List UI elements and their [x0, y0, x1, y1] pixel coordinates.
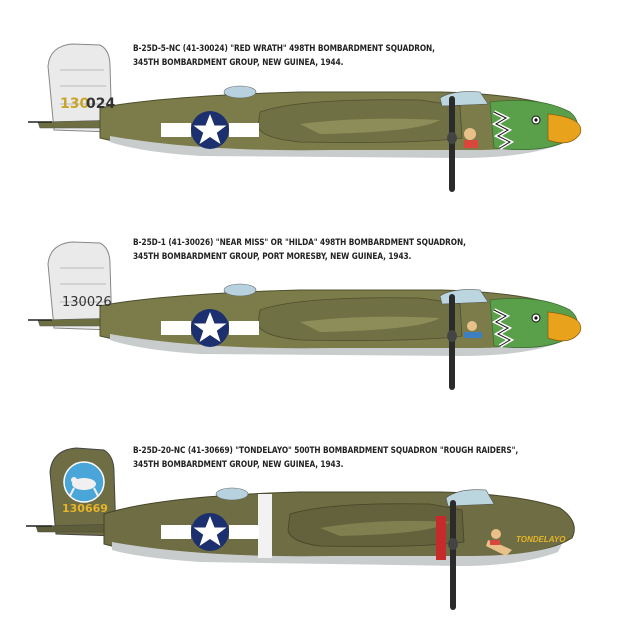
tail-serial: 130026 — [62, 295, 112, 310]
profile-caption: B-25D-5-NC (41-30024) "RED WRATH" 498TH … — [133, 42, 484, 70]
tail-serial-suffix: 024 — [86, 96, 115, 112]
b25-profile-drawing: 130 024 — [28, 43, 582, 192]
b25-profile-drawing: TONDELAYO 130669 — [26, 447, 575, 610]
profile-caption: B-25D-20-NC (41-30669) "TONDELAYO" 500TH… — [133, 444, 581, 472]
tail-serial-prefix: 130 — [60, 96, 89, 112]
caption-line-1: B-25D-5-NC (41-30024) "RED WRATH" 498TH … — [133, 44, 435, 54]
profile-tondelayo: TONDELAYO 130669 B-25D-20-NC (41-30669) … — [0, 410, 625, 610]
profile-near-miss: 130026 B-25D-1 (41-30026) "NEAR MISS" OR… — [0, 196, 625, 396]
profile-red-wrath: 130 024 B-25D-5-NC (41-30024) "RED WRATH… — [0, 0, 625, 200]
tail-serial: 130669 — [62, 502, 108, 515]
caption-line-2: 345TH BOMBARDMENT GROUP, NEW GUINEA, 194… — [133, 460, 344, 470]
caption-line-2: 345TH BOMBARDMENT GROUP, PORT MORESBY, N… — [133, 252, 412, 262]
caption-line-2: 345TH BOMBARDMENT GROUP, NEW GUINEA, 194… — [133, 58, 344, 68]
nose-name: TONDELAYO — [516, 535, 566, 544]
caption-line-1: B-25D-1 (41-30026) "NEAR MISS" OR "HILDA… — [133, 238, 466, 248]
b25-profile-drawing: 130026 — [28, 241, 582, 390]
caption-line-1: B-25D-20-NC (41-30669) "TONDELAYO" 500TH… — [133, 446, 519, 456]
profile-caption: B-25D-1 (41-30026) "NEAR MISS" OR "HILDA… — [133, 236, 520, 264]
